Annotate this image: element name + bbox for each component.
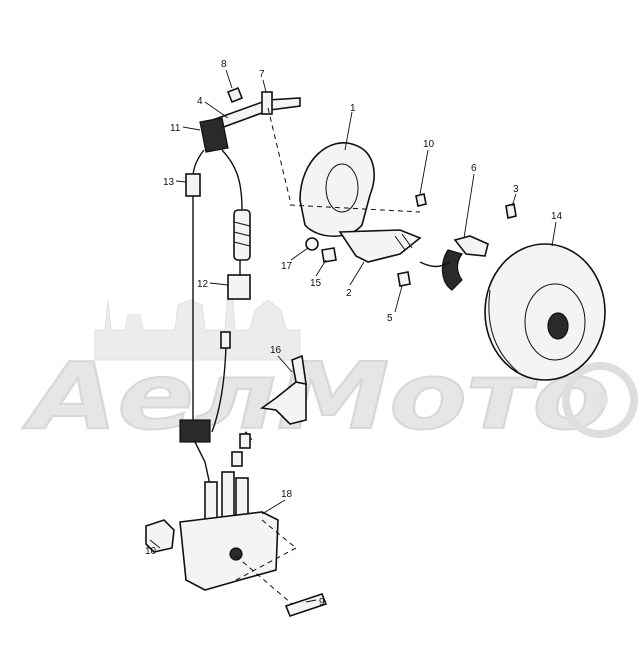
callout-10b: 10 (145, 546, 157, 557)
coil-cap-2 (239, 433, 251, 449)
leader-10b (149, 539, 161, 549)
callout-11: 11 (170, 123, 181, 134)
wiring-harness (179, 86, 301, 486)
coil-wire (419, 261, 451, 268)
callout-6: 6 (471, 163, 477, 174)
guide-line-3 (261, 519, 297, 549)
wire-b (221, 149, 243, 211)
connector-13 (185, 173, 201, 197)
coil-cap-1 (231, 451, 243, 467)
ignition-coil-body (179, 511, 279, 591)
guide-line-2 (289, 204, 421, 213)
leader-4 (204, 101, 229, 119)
screw-10 (415, 193, 427, 207)
leader-12 (209, 282, 229, 286)
stator-plate-hole (325, 163, 359, 213)
callout-18: 18 (281, 489, 293, 500)
callout-2: 2 (346, 288, 352, 299)
pickup-arm-fins (394, 233, 413, 251)
callout-10a: 10 (423, 139, 435, 150)
leader-16 (277, 355, 293, 373)
bushing-10 (145, 519, 175, 553)
leader-6 (463, 173, 475, 239)
leader-8 (225, 69, 233, 89)
flywheel-face (524, 283, 586, 361)
leader-11 (182, 126, 201, 131)
flywheel (484, 243, 606, 381)
leader-2 (349, 261, 365, 286)
washer-17 (305, 237, 319, 251)
callout-14: 14 (551, 211, 563, 222)
watermark-wheel-hub (592, 392, 608, 408)
callout-15: 15 (310, 278, 322, 289)
callout-3: 3 (513, 184, 519, 195)
wire-e (194, 441, 211, 486)
ignition-coil (145, 433, 328, 617)
stator-plate-body (299, 142, 375, 237)
harness-connector (179, 419, 211, 443)
connector-12 (227, 274, 251, 300)
pickup-arm (338, 229, 422, 263)
leader-9 (305, 599, 317, 603)
callout-4: 4 (197, 96, 203, 107)
guide-line-1 (267, 107, 291, 201)
callout-16: 16 (270, 345, 282, 356)
coil-core (441, 249, 464, 291)
guide-line-4 (235, 547, 297, 581)
screw-3 (505, 203, 517, 219)
callout-5: 5 (387, 313, 393, 324)
flywheel-rim (484, 243, 606, 381)
coil-post-1 (204, 481, 218, 523)
ignition-coil-mount (229, 547, 243, 561)
callout-13: 13 (163, 177, 175, 188)
flywheel-hub (547, 312, 569, 340)
pickup-arm-body (338, 229, 422, 263)
leader-5 (394, 285, 403, 313)
plug-cap (239, 354, 307, 441)
wire-terminal (220, 331, 231, 349)
watermark-skyline (94, 289, 301, 361)
leader-1 (344, 111, 353, 151)
coil-bands (233, 221, 251, 247)
leader-15 (315, 259, 327, 277)
stator-plate (267, 107, 421, 237)
plug-cap-body (259, 381, 307, 425)
leader-17 (290, 247, 309, 261)
leader-3 (511, 193, 517, 207)
charge-coil (419, 235, 489, 291)
callout-12: 12 (197, 279, 209, 290)
leader-18 (261, 499, 286, 515)
bolt-8 (226, 86, 244, 104)
callout-1: 1 (350, 103, 356, 114)
guide-line-5 (235, 555, 293, 605)
wire-d (211, 344, 227, 433)
leader-13 (175, 180, 187, 183)
coil-post-2 (221, 471, 235, 523)
leader-7 (262, 79, 267, 93)
leader-lines (149, 69, 557, 603)
screw-15 (321, 247, 337, 263)
bolt-9 (284, 593, 328, 617)
coil-top (453, 235, 489, 257)
callouts: 1 2 3 4 5 6 7 8 9 10 10 11 12 13 14 15 1… (145, 59, 563, 608)
fasteners (305, 193, 517, 287)
plug-11 (199, 117, 229, 153)
screw-5 (397, 271, 411, 287)
callout-9: 9 (319, 597, 325, 608)
callout-8: 8 (221, 59, 227, 70)
leader-10a (419, 149, 429, 195)
callout-17: 17 (281, 261, 293, 272)
plug-cap-top (291, 354, 307, 386)
bracket-post (261, 91, 273, 115)
callout-7: 7 (259, 69, 265, 80)
leader-14 (551, 221, 557, 247)
watermark-wheel (562, 362, 638, 438)
flywheel-edge (488, 289, 519, 373)
